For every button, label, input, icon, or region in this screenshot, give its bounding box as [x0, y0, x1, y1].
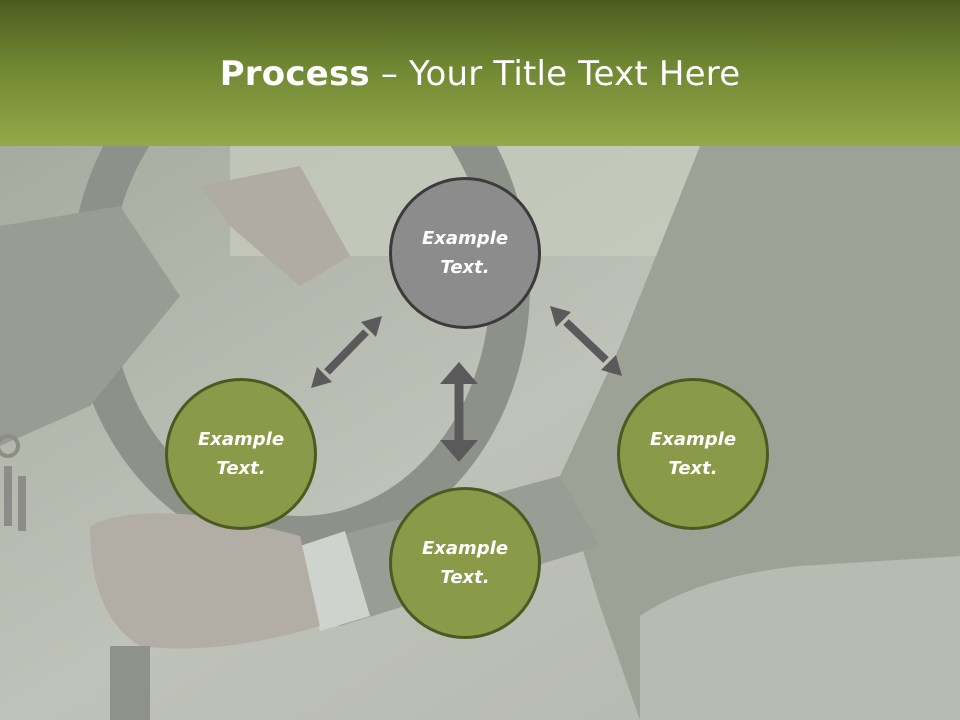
title-bold-text: Process	[219, 54, 370, 94]
node-label: Example Text.	[649, 429, 737, 479]
double-arrow-top-left	[311, 316, 382, 388]
process-node-left: Example Text.	[165, 378, 317, 530]
process-node-bottom: Example Text.	[389, 487, 541, 639]
title-rest-text: – Your Title Text Here	[369, 54, 741, 94]
title-banner: Process – Your Title Text Here	[0, 0, 960, 146]
node-label: Example Text.	[421, 538, 509, 588]
slide-title: Process – Your Title Text Here	[0, 52, 960, 96]
process-node-right: Example Text.	[617, 378, 769, 530]
process-node-top: Example Text.	[389, 177, 541, 329]
node-label: Example Text.	[421, 228, 509, 278]
double-arrow-vertical	[440, 362, 478, 462]
double-arrow-top-right	[550, 306, 622, 376]
node-label: Example Text.	[197, 429, 285, 479]
